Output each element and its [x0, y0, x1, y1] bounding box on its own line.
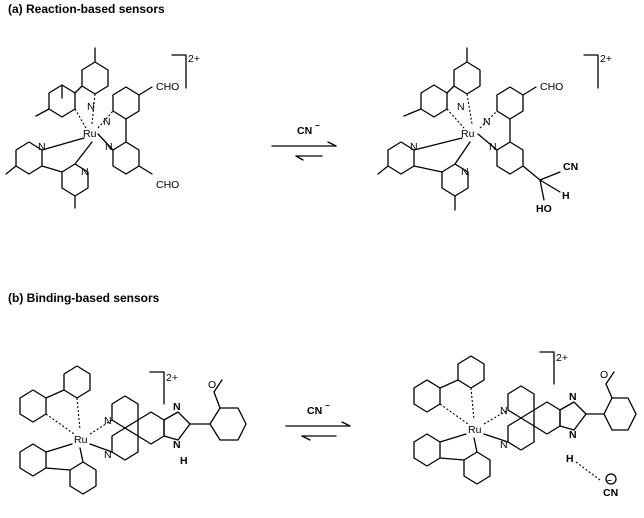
methoxy-o-label: O: [600, 369, 608, 381]
charge-label: 2+: [600, 53, 612, 65]
n-label: N: [87, 101, 95, 113]
cho-label: CHO: [540, 81, 563, 93]
n-label: N: [38, 141, 46, 153]
equilibrium-arrow-a: CN −: [271, 121, 337, 161]
ru-phen-imidazole-cn-adduct: 2+ Ru O N N H − CN N N: [413, 351, 637, 499]
n-label: N: [569, 429, 577, 441]
n-label: N: [103, 116, 111, 128]
reagent-cn-label: CN: [307, 405, 322, 417]
n-label: N: [500, 439, 508, 451]
ru-bpy-dialdehyde-complex: 2+ Ru CHO CHO N N N N N: [5, 47, 200, 209]
cyanide-label: CN: [603, 487, 618, 499]
n-label: N: [569, 391, 577, 403]
h-label: H: [562, 190, 570, 202]
n-label: N: [410, 141, 418, 153]
n-label: N: [483, 116, 491, 128]
reagent-charge: −: [315, 121, 320, 130]
n-label: N: [105, 141, 113, 153]
h-label: H: [566, 453, 574, 465]
cyanide-charge: −: [607, 476, 612, 485]
h-label: H: [180, 455, 188, 467]
n-label: N: [461, 166, 469, 178]
reagent-charge: −: [325, 401, 330, 410]
n-label: N: [104, 449, 112, 461]
n-label: N: [81, 166, 89, 178]
n-label: N: [173, 401, 181, 413]
ru-label: Ru: [83, 128, 97, 140]
n-label: N: [104, 415, 112, 427]
cn-label: CN: [563, 161, 578, 173]
charge-label: 2+: [556, 352, 568, 364]
ru-label: Ru: [74, 434, 88, 446]
n-label: N: [457, 101, 465, 113]
section-title-binding-based: (b) Binding-based sensors: [8, 291, 160, 305]
cho-label: CHO: [156, 81, 179, 93]
ho-label: HO: [536, 203, 552, 215]
ru-phen-imidazole-complex: 2+ Ru O N N H N N: [19, 365, 247, 495]
ru-label: Ru: [461, 128, 475, 140]
equilibrium-arrow-b: CN −: [285, 401, 351, 441]
n-label: N: [173, 439, 181, 451]
n-label: N: [500, 405, 508, 417]
ru-label: Ru: [468, 424, 482, 436]
ru-bpy-cyanohydrin-complex: 2+ Ru CHO CN H HO N N N N N: [377, 47, 612, 215]
section-title-reaction-based: (a) Reaction-based sensors: [8, 2, 165, 16]
reagent-cn-label: CN: [297, 125, 312, 137]
charge-label: 2+: [188, 53, 200, 65]
cho-label: CHO: [156, 179, 179, 191]
methoxy-o-label: O: [208, 379, 216, 391]
n-label: N: [489, 141, 497, 153]
charge-label: 2+: [166, 372, 178, 384]
